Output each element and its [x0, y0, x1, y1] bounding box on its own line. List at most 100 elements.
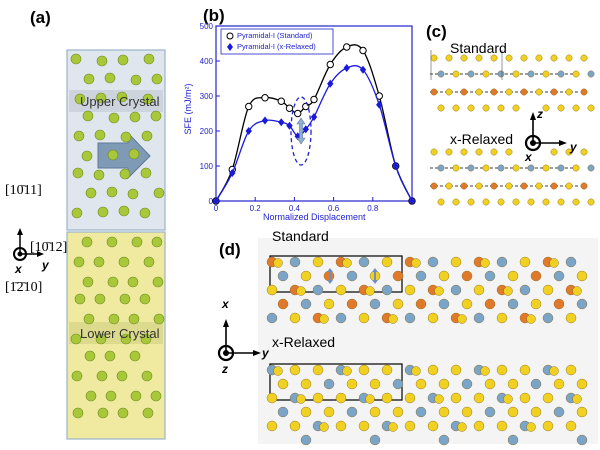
atom-orange	[550, 88, 558, 96]
d-atom	[335, 420, 347, 432]
atom-yellow	[557, 198, 565, 206]
atom-upper	[107, 149, 119, 161]
d-shift-arrow-1	[327, 268, 333, 284]
atom-yellow	[505, 54, 513, 62]
atom-orange	[550, 182, 558, 190]
point-standard	[310, 95, 318, 104]
atom-yellow	[535, 54, 543, 62]
atom-upper	[85, 187, 97, 199]
d-atom	[415, 378, 427, 390]
atom-yellow	[460, 54, 468, 62]
atom-upper	[128, 148, 140, 160]
atom-upper	[130, 74, 142, 86]
atom-lower	[127, 276, 139, 288]
panel-label-d: (d)	[219, 240, 241, 259]
atom-orange	[520, 182, 528, 190]
atom-blue	[497, 70, 505, 78]
point-standard	[326, 60, 334, 69]
d-atom-overlap	[503, 394, 513, 404]
atom-upper	[141, 130, 153, 142]
d-atom	[565, 312, 577, 324]
d-atom-overlap	[365, 286, 375, 296]
atom-lower	[95, 333, 107, 345]
d-atom	[266, 420, 278, 432]
x-tick-label: 0.8	[367, 204, 379, 213]
c-relaxed-label: x-Relaxed	[450, 131, 514, 147]
d-atom	[553, 378, 565, 390]
atom-yellow	[587, 198, 595, 206]
atom-yellow	[482, 198, 490, 206]
chart-xlabel: Normalized Displacement	[263, 212, 366, 222]
d-atom	[530, 298, 542, 310]
atom-upper	[119, 168, 131, 180]
atom-lower	[82, 276, 94, 288]
atom-lower	[70, 333, 82, 345]
d-atom	[312, 256, 324, 268]
highlight-ellipse	[290, 96, 312, 166]
atom-lower	[107, 276, 119, 288]
atom-orange	[565, 182, 573, 190]
atom-blue	[527, 70, 535, 78]
d-atom-overlap	[526, 422, 536, 432]
d-atom	[404, 420, 416, 432]
atom-upper	[82, 110, 94, 122]
atom-lower	[117, 407, 129, 419]
d-atom	[507, 434, 519, 446]
d-atom-overlap	[388, 314, 398, 324]
d-atom	[496, 256, 508, 268]
atom-lower	[129, 350, 141, 362]
d-atom	[438, 298, 450, 310]
atom-yellow	[550, 148, 558, 156]
atom-blue	[467, 164, 475, 172]
d-atom	[565, 420, 577, 432]
atom-blue	[482, 164, 490, 172]
d-atom	[300, 298, 312, 310]
atom-orange	[505, 88, 513, 96]
d-atom	[323, 378, 335, 390]
d-atom	[461, 378, 473, 390]
atom-upper	[71, 207, 83, 219]
d-atom	[473, 420, 485, 432]
atom-orange	[580, 88, 588, 96]
miller-index-1: [10̄11]	[5, 183, 42, 198]
d-atom-overlap	[319, 422, 329, 432]
panel-c-atoms	[430, 50, 595, 206]
d-atom	[461, 270, 473, 282]
point-relaxed	[392, 162, 399, 170]
d-atom	[450, 392, 462, 404]
atom-orange	[520, 88, 528, 96]
d-atom	[346, 378, 358, 390]
atom-yellow	[557, 104, 565, 112]
d-atom-overlap	[457, 314, 467, 324]
d-atom	[427, 364, 439, 376]
atom-orange	[475, 88, 483, 96]
d-shift-arrow-2	[372, 268, 378, 284]
atom-orange	[460, 182, 468, 190]
atom-upper	[127, 188, 139, 200]
d-atom-overlap	[434, 394, 444, 404]
atom-upper	[93, 169, 105, 181]
legend-marker-standard	[226, 32, 234, 40]
d-atom-overlap	[411, 258, 421, 268]
atom-orange	[565, 88, 573, 96]
point-relaxed	[229, 169, 236, 177]
d-atom-overlap	[434, 286, 444, 296]
point-standard	[277, 97, 285, 105]
atom-orange	[445, 182, 453, 190]
d-atom-overlap	[503, 286, 513, 296]
d-atom-overlap	[549, 258, 559, 268]
atom-lower	[93, 256, 105, 268]
atom-lower	[104, 350, 116, 362]
d-atom	[496, 420, 508, 432]
atom-upper	[118, 205, 130, 217]
atom-lower	[74, 293, 86, 305]
atom-yellow	[467, 104, 475, 112]
d-atom	[427, 312, 439, 324]
atom-yellow	[512, 198, 520, 206]
legend-label-standard: Pyramidal-I (Standard)	[237, 31, 313, 40]
d-atom	[450, 284, 462, 296]
atom-upper	[94, 129, 106, 141]
atom-upper	[73, 130, 85, 142]
x-tick-label: 0	[214, 204, 219, 213]
d-atom	[266, 312, 278, 324]
